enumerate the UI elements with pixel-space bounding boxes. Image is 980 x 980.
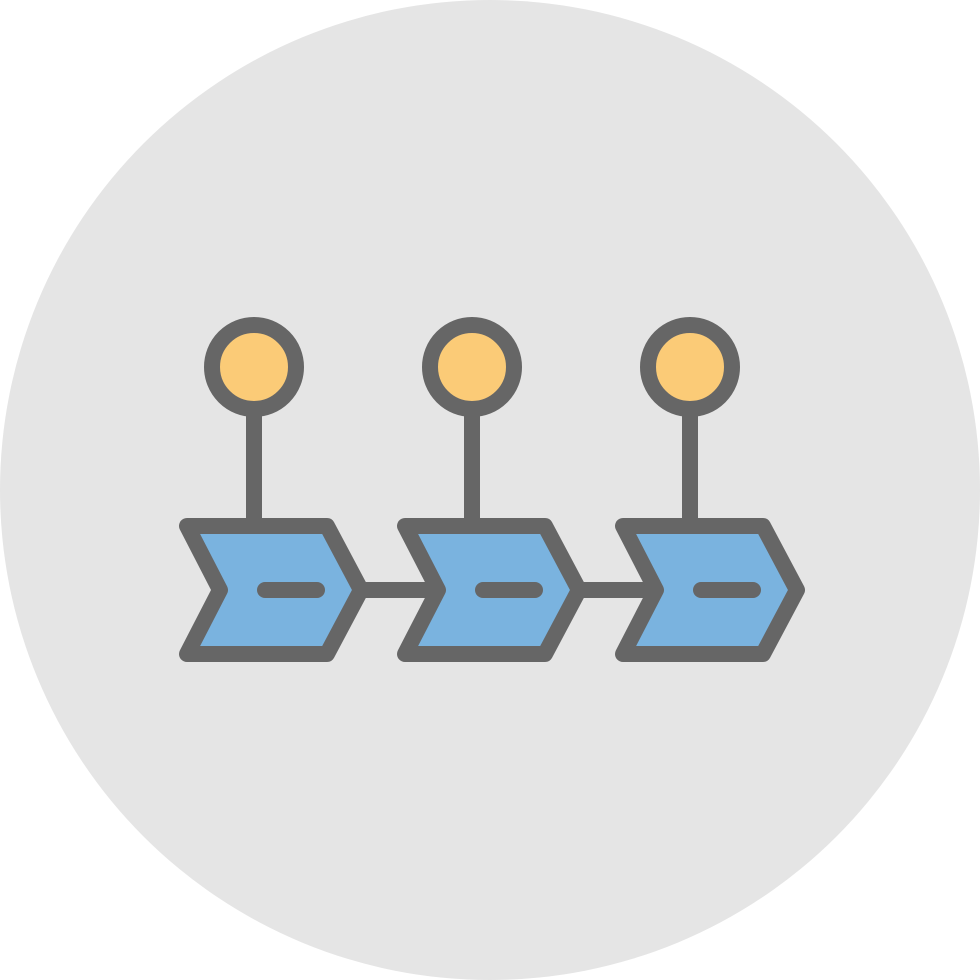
- milestone-marker-icon: [204, 317, 304, 417]
- milestone-marker-icon: [422, 317, 522, 417]
- timeline-group: [179, 317, 805, 662]
- milestone-marker-icon: [640, 317, 740, 417]
